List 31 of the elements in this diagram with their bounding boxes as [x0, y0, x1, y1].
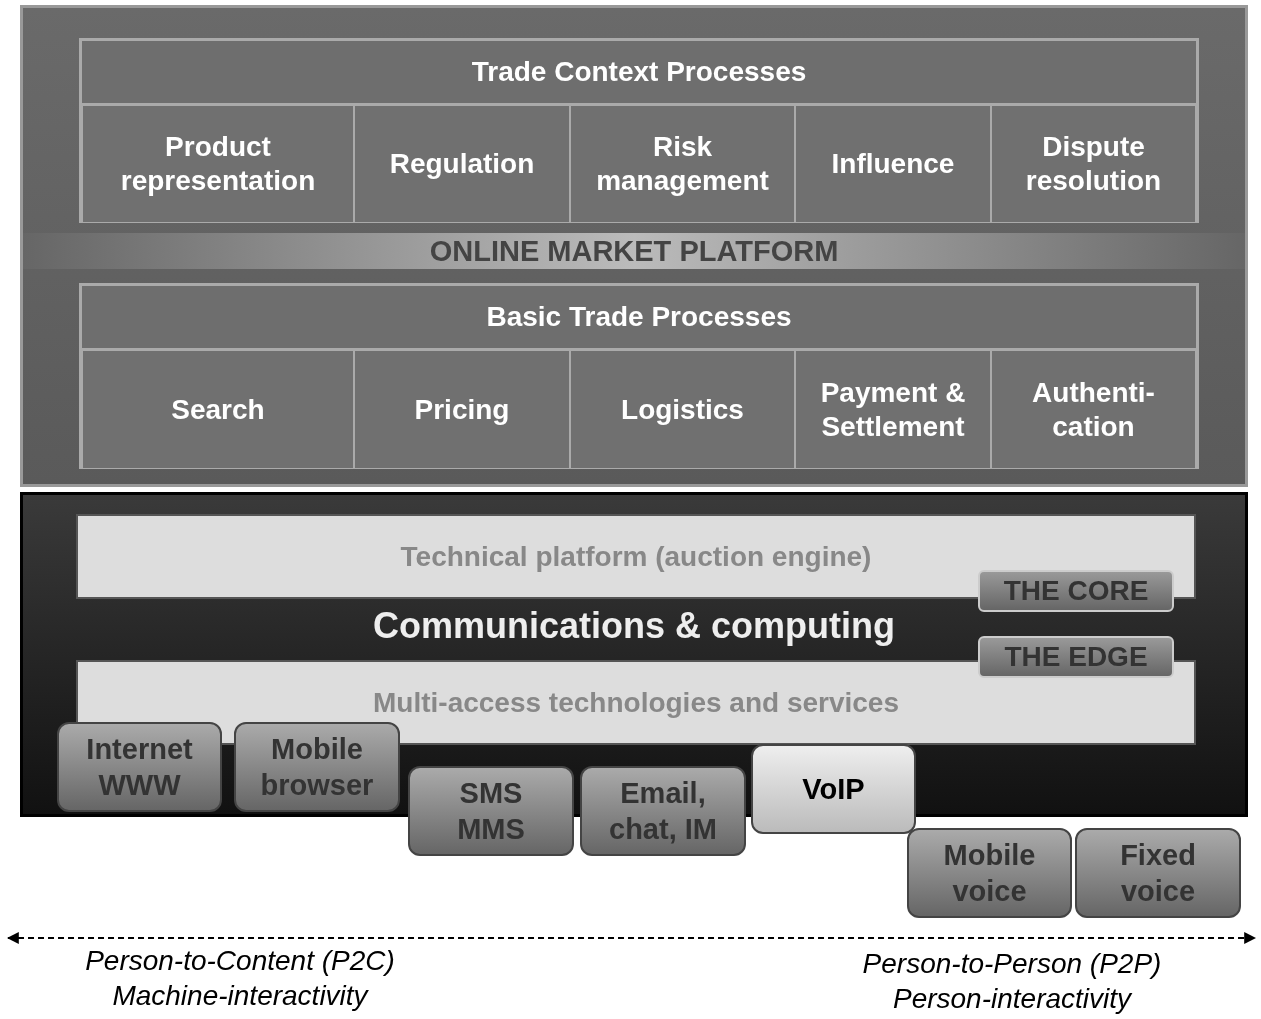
process-cell: Pricing: [354, 348, 570, 469]
axis-label: Person-interactivity: [892, 983, 1132, 1015]
table-heading: Trade Context Processes: [470, 55, 808, 89]
process-cell: Authenti-cation: [991, 348, 1196, 469]
channel-button: Internet WWW: [57, 722, 222, 812]
process-table: [79, 283, 1199, 469]
axis-label: Person-to-Person (P2P): [862, 948, 1162, 980]
process-cell: Influence: [795, 103, 991, 223]
process-cell: Payment & Settlement: [795, 348, 991, 469]
table-heading: Basic Trade Processes: [485, 300, 793, 334]
infrastructure-panel: [20, 492, 1248, 817]
channel-button: SMS MMS: [408, 766, 574, 856]
channel-button: Fixed voice: [1075, 828, 1241, 918]
axis-label: Machine-interactivity: [112, 980, 368, 1012]
channel-button: Email, chat, IM: [580, 766, 746, 856]
process-table: [79, 38, 1199, 223]
channel-button: VoIP: [751, 744, 916, 834]
layer-tag: THE CORE: [978, 570, 1174, 612]
platform-panel: [20, 5, 1248, 487]
process-cell: Risk management: [570, 103, 795, 223]
process-cell: Dispute resolution: [991, 103, 1196, 223]
process-cell: Logistics: [570, 348, 795, 469]
layer-tag: THE EDGE: [978, 636, 1174, 678]
channel-button: Mobile browser: [234, 722, 400, 812]
process-cell: Regulation: [354, 103, 570, 223]
process-cell: Search: [82, 348, 354, 469]
layer-title: Communications & computing: [372, 605, 896, 647]
axis-label: Person-to-Content (P2C): [85, 945, 395, 977]
band-title: ONLINE MARKET PLATFORM: [23, 233, 1245, 269]
process-cell: Product representation: [82, 103, 354, 223]
channel-button: Mobile voice: [907, 828, 1072, 918]
